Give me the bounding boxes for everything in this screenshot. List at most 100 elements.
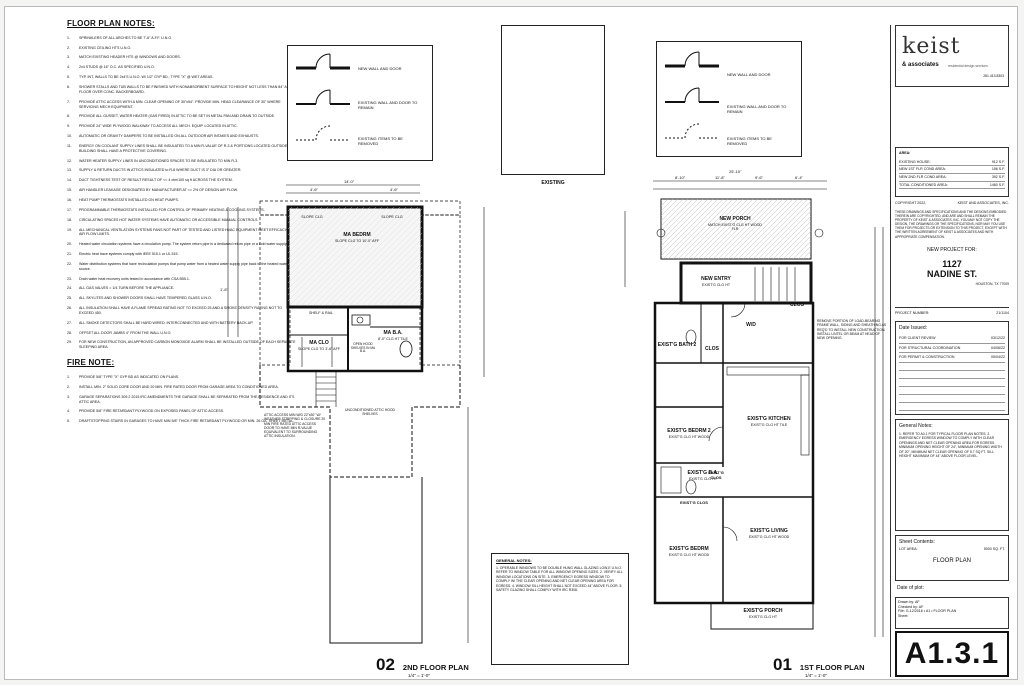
unconditioned-attic: UNCONDITIONED ATTIC HOOD SHELVES: [344, 408, 396, 416]
room-bath-2: EXIST'G BATH 2: [657, 342, 697, 348]
lot-area-label: LOT AREA:: [899, 547, 918, 551]
room-kitchen: EXIST'G KITCHEN EXIST'G CLG HT TILE: [747, 416, 791, 427]
general-notes-tb: General Notes: 1. REFER TO A0.1 FOR TYPI…: [895, 419, 1009, 531]
sheet-contents: FLOOR PLAN: [932, 557, 971, 564]
dim-1st-d: 6'-4": [795, 175, 803, 180]
project-street-no: 1127: [942, 259, 962, 269]
floor-note-item: 13.SUPPLY & RETURN DUCTS IN ATTICS INSUL…: [67, 168, 242, 173]
project-block: NEW PROJECT FOR: 1127 NADINE ST. HOUSTON…: [895, 247, 1009, 286]
existing-label: EXISTING: [541, 180, 565, 186]
project-number-label: PROJECT NUMBER:: [895, 311, 930, 315]
entry-structural-note: REMOVE PORTION OF LOAD-BEARING FRAME WAL…: [817, 319, 887, 340]
plan-title-1st: 01 1ST FLOOR PLAN 1/4" = 1'-0": [773, 655, 865, 678]
floor-note-item: 11.ENERGY ON COOLANT SUPPLY LINES SHALL …: [67, 143, 296, 153]
plan-scale-1st: 1/4" = 1'-0": [805, 673, 827, 678]
legend-1-row-3: EXISTING ITEMS TO BE REMOVED: [727, 136, 772, 147]
plan-label-1st: 1ST FLOOR PLAN: [799, 663, 865, 672]
floor-note-item: 23.Drain water heat recovery units teste…: [67, 276, 190, 281]
area-row: NEW 2ND FLR COND AREA:392 S.F.: [899, 174, 1005, 182]
first-floor-plan: 8'-10" 11'-8" 9'-6" 6'-4" 25'-10" NEW PO…: [491, 167, 889, 678]
area-box: AREA: EXISTING HOUSE:912 S.F.NEW 1ST FLR…: [895, 147, 1009, 197]
room-clos-1: CLOS: [705, 346, 719, 352]
legend-box-1st-floor: NEW WALL AND DOOR EXISTING WALL AND DOOR…: [656, 41, 802, 157]
general-notes-text: 1. OPERABLE WINDOWS TO BE DOUBLE HUNG WA…: [496, 566, 623, 593]
floor-note-item: 7.PROVIDE ATTIC ACCESS WITH A MIN. CLEAR…: [67, 99, 281, 109]
area-row: EXISTING HOUSE:912 S.F.: [899, 159, 1005, 167]
room-slope-clg-left: SLOPE CLG: [301, 215, 323, 219]
area-rows: EXISTING HOUSE:912 S.F.NEW 1ST FLR COND …: [899, 159, 1005, 190]
fire-notes-list: 1.PROVIDE 5/8" TYPE "X" GYP BD AS INDICA…: [67, 375, 297, 424]
tb-general-notes: 1. REFER TO A0.1 FOR TYPICAL FLOOR PLAN …: [899, 432, 1002, 459]
room-living: EXIST'G LIVING EXIST'G CLG HT WOOD: [748, 528, 790, 539]
general-notes-box: GENERAL NOTES: 1. OPERABLE WINDOWS TO BE…: [491, 553, 629, 665]
plan-number-01: 01: [773, 655, 792, 674]
fire-note-item: 2.INSTALL MIN. 2" SOLID CORE DOOR AND 20…: [67, 384, 279, 389]
room-new-porch: NEW PORCH MATCH EXIST'G CLG HT WOOD FLR: [707, 216, 763, 231]
logo-tag: residential design services: [948, 64, 988, 68]
logo-sub: & associates: [902, 62, 939, 68]
room-existg-clos-2: EXIST'G CLOS: [680, 500, 708, 505]
dim-2nd-left: 1'-6": [220, 287, 228, 292]
floor-note-item: 5.TYP. INT. WALLS TO BE 2x4'S U.N.O. W/ …: [67, 75, 214, 80]
copyright-block: COPYRIGHT 2022,KEIST AND ASSOCIATES, INC…: [895, 201, 1009, 239]
drawn-by: Drawn by: AF: [898, 600, 920, 604]
dim-1st-a: 8'-10": [675, 175, 686, 180]
floor-note-item: 29.FOR NEW CONSTRUCTION, AN APPROVED CAR…: [67, 340, 296, 350]
shelf-and-rail: SHELF & RAIL: [309, 311, 333, 315]
dim-1st-b: 11'-8": [715, 175, 725, 180]
lot-area-row: LOT AREA: 5000 SQ. FT.: [899, 547, 1005, 552]
floor-note-item: 21.Electric heat trace systems comply wi…: [67, 252, 179, 257]
floor-plan-notes: FLOOR PLAN NOTES: 1.SPRINKLERS OF ALL AR…: [67, 19, 297, 674]
dim-2nd-top: 14'-0": [344, 179, 355, 184]
room-bedrm: EXIST'G BEDRM EXIST'G CLG HT WOOD: [668, 546, 710, 557]
room-ma-clo: MA CLO SLOPE CLG TO 3'-6" AFF: [298, 340, 340, 351]
legend-2-row-3: EXISTING ITEMS TO BE REMOVED: [358, 136, 403, 147]
issue-row-blank: [899, 363, 1005, 372]
floor-note-item: 16.HEAT PUMP THERMOSTATS INSTALLED ON HE…: [67, 197, 179, 202]
floor-note-item: 25.ALL SKYLITES AND SHOWER DOORS SHALL H…: [67, 296, 212, 301]
sheet-contents-box: Sheet Contents: LOT AREA: 5000 SQ. FT. F…: [895, 535, 1009, 581]
floor-note-item: 10.AUTOMATIC OR GRAVITY DAMPERS TO BE IN…: [67, 134, 259, 139]
project-label: NEW PROJECT FOR:: [927, 247, 977, 253]
issue-row-blank: [899, 403, 1005, 412]
logo-box: keist & associates residential design se…: [895, 25, 1009, 87]
second-floor-plan: 14'-0" 4'-6" 4'-6" 1'-6" MA BEDRM SLOPE …: [220, 177, 500, 678]
legend-2-row-2: EXISTING WALL AND DOOR TO REMAIN: [358, 100, 418, 111]
second-floor-linework: [227, 184, 485, 644]
room-slope-clg-right: SLOPE CLG: [381, 215, 403, 219]
open-hood-shelves: OPEN HOOD SHELVES IN MA B.A.: [350, 342, 376, 354]
floor-note-item: 19.ALL MECHANICAL VENTILATION SYSTEMS FA…: [67, 227, 296, 237]
fire-note-item: 5.DRAFTSTOPPING STAIRS IN GARAGES TO HAV…: [67, 419, 295, 424]
issue-row-blank: [899, 387, 1005, 396]
floor-note-item: 2.EXISTING CEILING HTS U.N.O.: [67, 45, 132, 50]
room-bedrm-2: EXIST'G BEDRM 2 EXIST'G CLG HT WOOD: [667, 428, 711, 439]
floor-notes-list: 1.SPRINKLERS OF ALL ARCHES TO BE 7'-6" A…: [67, 36, 297, 350]
floor-note-item: 6.SHOWER STALLS AND TUB WALLS TO BE FINI…: [67, 85, 297, 94]
floor-note-item: 28.OFFSET ALL DOOR JAMBS 4" FROM THE WAL…: [67, 330, 172, 335]
room-existg-clos-1: EXIST'G CLOS: [708, 470, 724, 480]
dim-1st-c: 9'-6": [755, 175, 763, 180]
general-notes-title: GENERAL NOTES:: [496, 558, 532, 563]
date-of-plot-label: Date of plot:: [897, 585, 924, 591]
floor-note-item: 8.PROVIDE ALL GUSSET, WATER HEATER (GAS …: [67, 114, 276, 119]
floor-note-item: 12.WATER HEATER SUPPLY LINES IN UNCONDIT…: [67, 158, 239, 163]
floor-note-item: 27.ALL SMOKE DETECTORS SHALL BE HARD WIR…: [67, 320, 254, 325]
room-ba: EXIST'G B.A. EXIST'G CLG HT: [687, 470, 719, 481]
floor-note-item: 18.CIRCULATING SPACES HOT WATER SYSTEMS …: [67, 217, 259, 222]
fire-note-item: 3.GARAGE SEPARATIONS 309.2 2015 IRC AMEN…: [67, 394, 295, 404]
dim-2nd-top-left: 4'-6": [310, 187, 318, 192]
room-ma-bedrm: MA BEDRM SLOPE CLG TO 10'-0" AFF: [335, 232, 379, 243]
legend-symbols: [296, 53, 350, 141]
attic-access-note: ATTIC ACCESS MIN W/D 22"x30" W/ WEATHER …: [264, 413, 326, 439]
sheet-number: A1.3.1: [895, 631, 1009, 677]
plan-label-2nd: 2ND FLOOR PLAN: [402, 663, 469, 672]
date-issued-label: Date Issued:: [899, 325, 928, 331]
plan-scale-2nd: 1/4" = 1'-0": [408, 673, 430, 678]
floor-note-item: 3.MATCH EXISTING HEADER HTS @ WINDOWS AN…: [67, 55, 181, 60]
floor-note-item: 1.SPRINKLERS OF ALL ARCHES TO BE 7'-6" A…: [67, 35, 173, 40]
room-wd: W/D: [746, 322, 756, 328]
area-row: TOTAL CONDITIONED AREA:1460 S.F.: [899, 182, 1005, 190]
